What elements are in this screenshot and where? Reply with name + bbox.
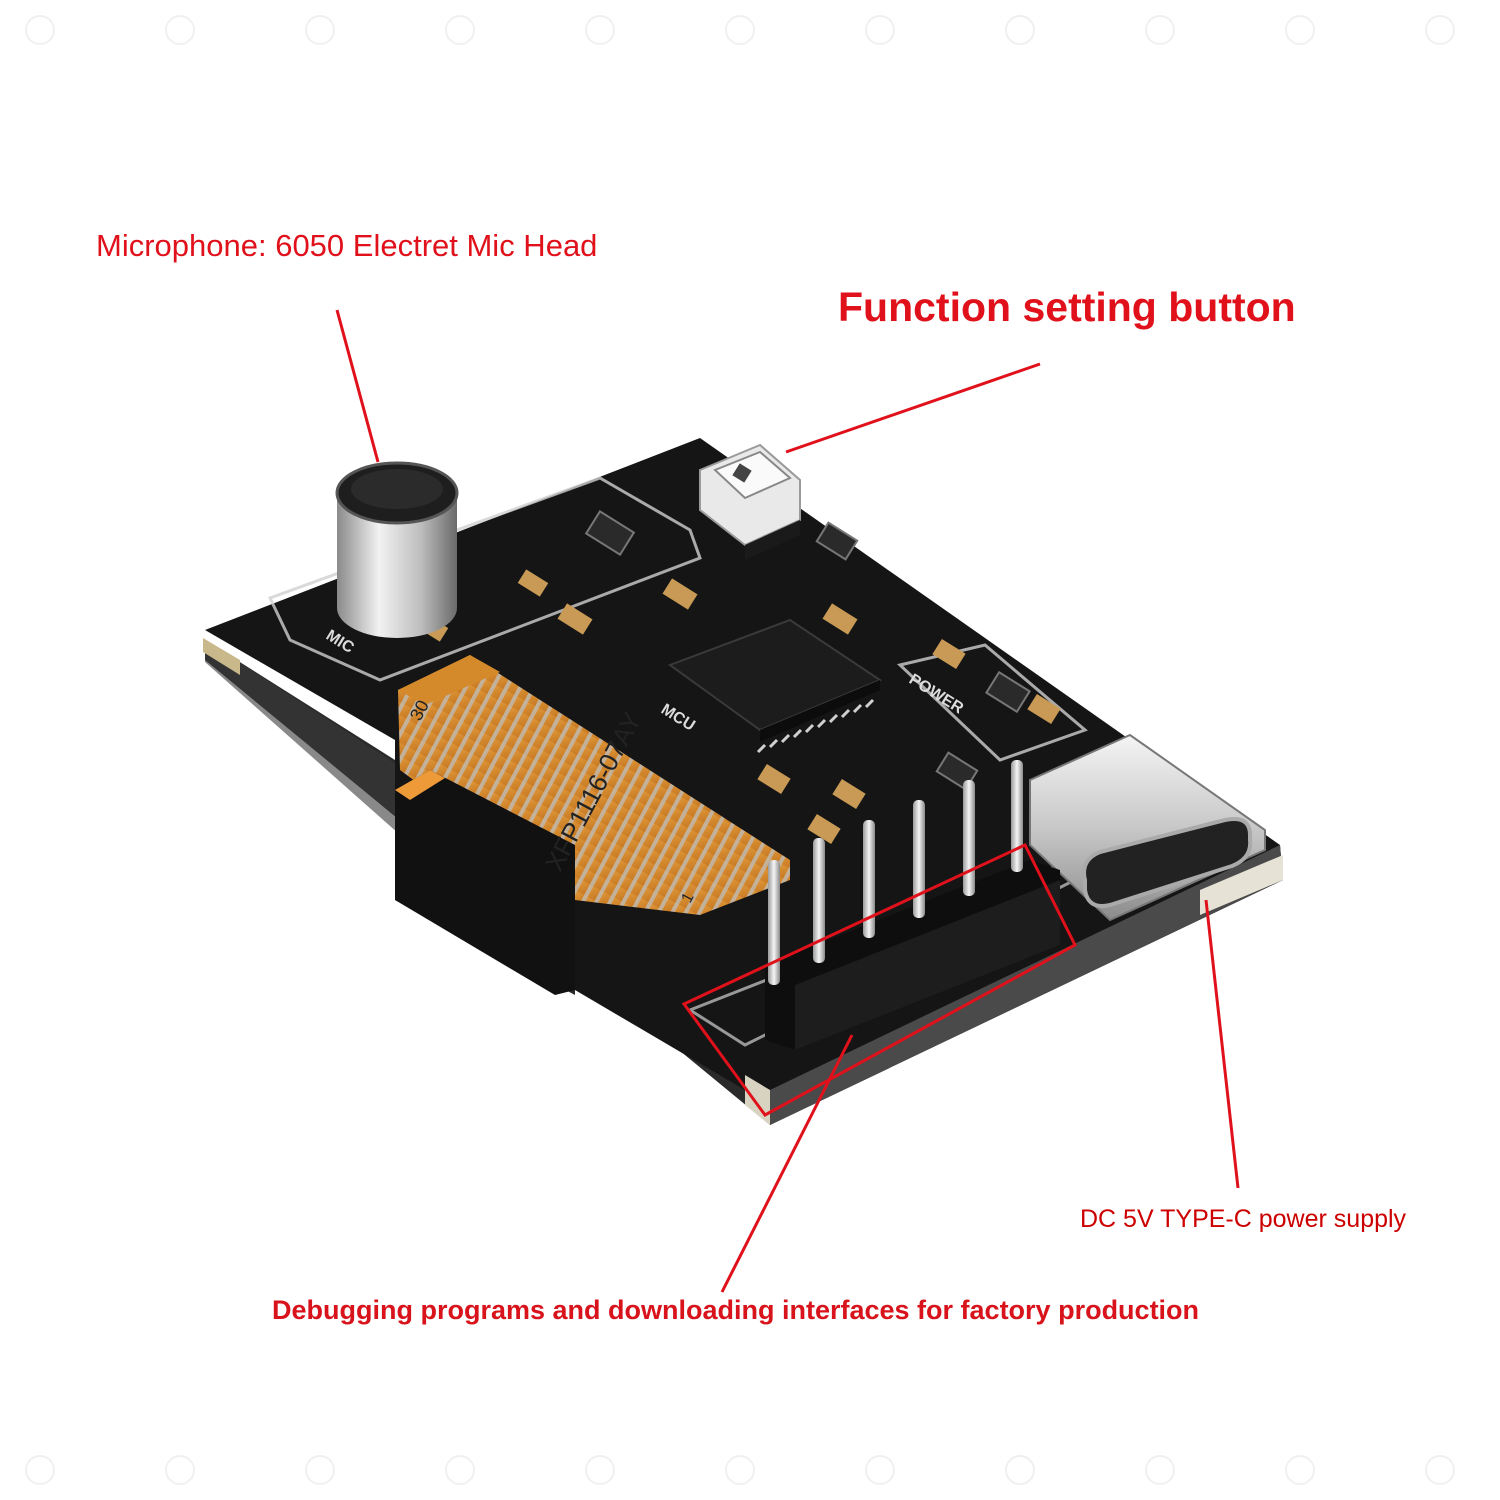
pin-header-icon (765, 760, 1060, 1050)
chip-icon (667, 618, 883, 754)
usb-c-icon (1029, 733, 1266, 922)
tactile-button-icon (699, 443, 801, 560)
annotation-lines (335, 309, 1240, 1293)
debug-header-box (681, 843, 1077, 1117)
power-annotation: DC 5V TYPE-C power supply (1080, 1205, 1407, 1233)
button-leader-line (785, 362, 1041, 454)
watermark (25, 15, 1455, 1485)
debug-leader-line (720, 1034, 854, 1293)
mic-leader-line (335, 309, 380, 463)
debug-annotation: Debugging programs and downloading inter… (272, 1295, 1200, 1325)
microphone-icon (335, 461, 459, 638)
flex-cable: XFP1116-07AY 30 1 (395, 655, 790, 995)
power-leader-line (1204, 899, 1240, 1189)
button-annotation: Function setting button (838, 284, 1296, 330)
microphone-annotation: Microphone: 6050 Electret Mic Head (96, 228, 598, 263)
